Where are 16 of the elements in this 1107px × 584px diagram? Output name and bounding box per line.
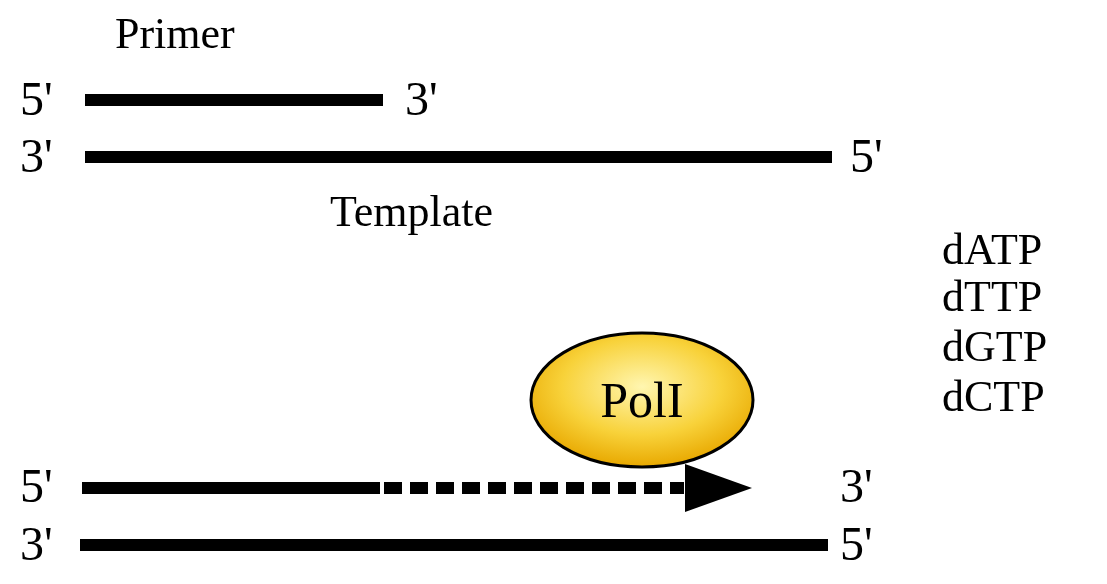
strand-label: Primer bbox=[115, 12, 235, 56]
strand-end-label: 5' bbox=[840, 520, 873, 568]
strand-end-label: 5' bbox=[20, 75, 53, 123]
strand-end-label: 3' bbox=[840, 462, 873, 510]
nucleotide-label: dTTP bbox=[942, 275, 1043, 319]
enzyme-label: PolI bbox=[600, 375, 684, 425]
strand-end-label: 5' bbox=[20, 462, 53, 510]
strand-end-label: 5' bbox=[850, 132, 883, 180]
strand-label: Template bbox=[330, 190, 494, 234]
nucleotide-label: dCTP bbox=[942, 375, 1045, 419]
nucleotide-label: dATP bbox=[942, 228, 1043, 272]
strand-end-label: 3' bbox=[20, 132, 53, 180]
enzyme-ellipse bbox=[528, 330, 756, 470]
strand-end-label: 3' bbox=[405, 75, 438, 123]
nucleotide-label: dGTP bbox=[942, 325, 1048, 369]
strand-end-label: 3' bbox=[20, 520, 53, 568]
